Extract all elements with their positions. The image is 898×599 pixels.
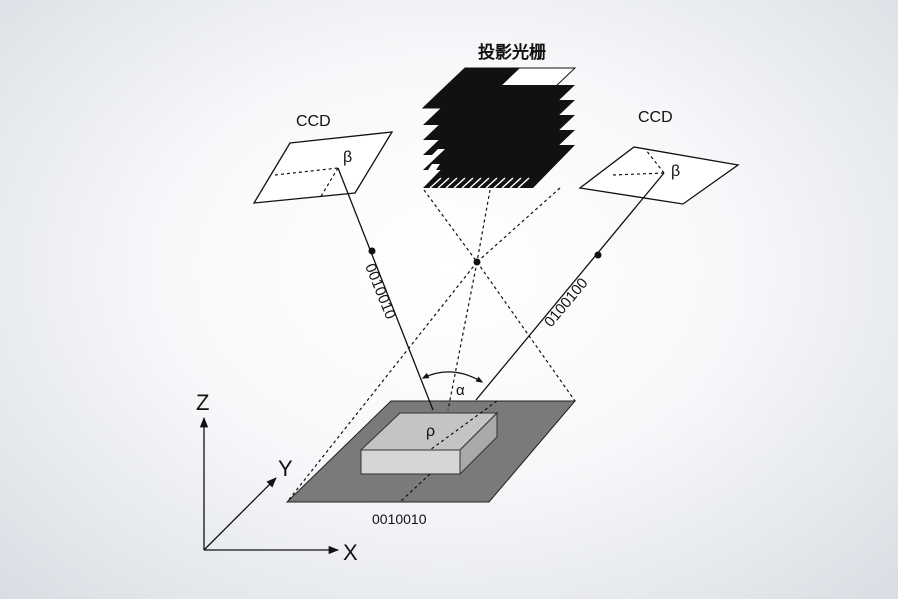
left-ccd-label: CCD [296, 113, 331, 130]
left-camera-lens [368, 247, 376, 255]
ray-grating-left [423, 189, 478, 263]
left-ccd-beta: β [343, 149, 352, 166]
grating-layer-5-light-a [428, 164, 440, 170]
right-ccd-label: CCD [638, 109, 673, 126]
alpha-label: α [456, 382, 465, 399]
right-ccd-plane [578, 146, 740, 205]
ray-grating-center [476, 189, 491, 263]
object-side-face [459, 411, 498, 476]
stripe-line-bottom [399, 473, 431, 503]
y-axis-label: Y [278, 456, 293, 481]
right-ccd-dash-v [645, 149, 665, 174]
ray-down-center [447, 261, 478, 411]
projection-grating-label: 投影光栅 [478, 42, 546, 62]
bottom-code-label: 0010010 [372, 511, 427, 527]
y-axis [203, 477, 277, 551]
projection-rays [286, 187, 576, 503]
projector-focal-point [473, 258, 481, 266]
right-ccd-dash-h [612, 172, 665, 176]
projection-grating: 投影光栅 [421, 42, 577, 189]
object-front-face [360, 449, 461, 475]
left-ccd-plane [252, 131, 394, 204]
left-code-label: 0010010 [361, 261, 399, 322]
measured-object: ρ [359, 411, 499, 476]
rho-label: ρ [426, 423, 435, 440]
grating-layer-6 [423, 145, 575, 188]
ray-down-right [476, 261, 576, 402]
right-camera-ray [475, 172, 665, 401]
left-ccd-dash-h [274, 167, 339, 176]
x-axis-label: X [343, 540, 358, 565]
z-axis-label: Z [196, 390, 209, 415]
right-camera-lens [594, 251, 602, 259]
left-camera-ray [337, 167, 434, 411]
grating-fine-stripes [429, 177, 530, 189]
alpha-arc [421, 371, 484, 383]
right-code-label: 0100100 [541, 275, 592, 331]
ray-grating-right [476, 187, 561, 263]
coordinate-axes: Z X Y [196, 390, 358, 565]
angle-alpha: α [421, 371, 484, 399]
stripe-line-top [429, 400, 498, 451]
right-ccd-beta: β [671, 163, 680, 180]
left-ccd: CCD β 0010010 [252, 113, 434, 411]
